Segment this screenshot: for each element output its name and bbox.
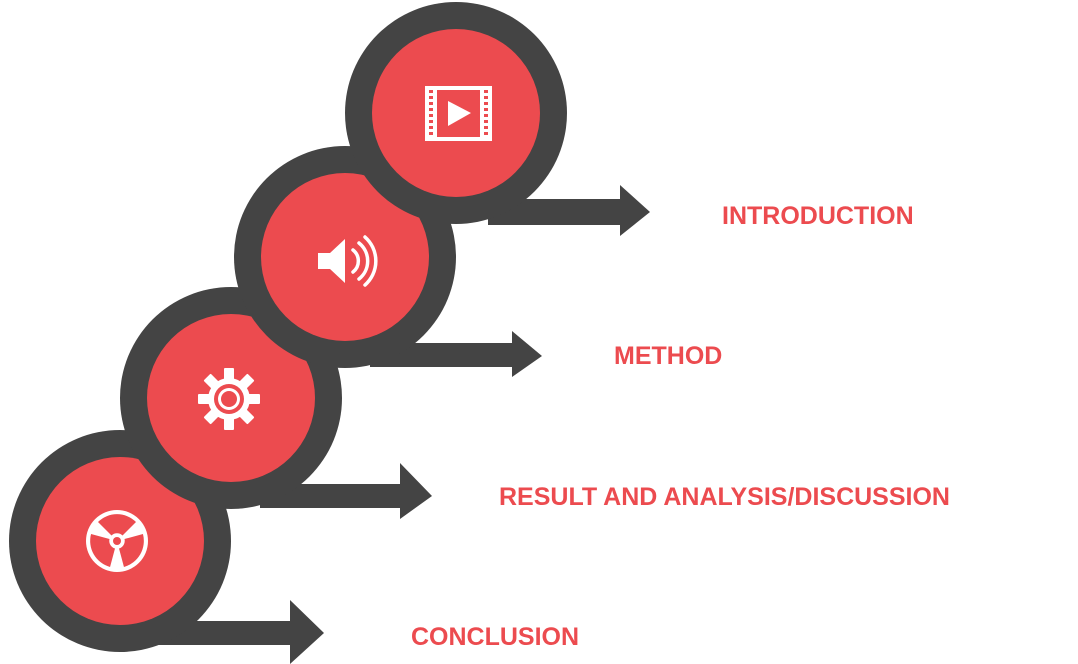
- arrow-introduction: [488, 185, 650, 236]
- step-introduction: INTRODUCTION: [345, 2, 914, 236]
- gear-icon: [198, 368, 260, 430]
- arrow-result: [260, 463, 432, 519]
- step-result: RESULT AND ANALYSIS/DISCUSSION: [120, 287, 950, 519]
- radiation-icon: [86, 510, 148, 572]
- arrow-conclusion: [150, 600, 324, 664]
- arrow-method: [370, 331, 542, 377]
- label-method: METHOD: [614, 342, 722, 370]
- label-conclusion: CONCLUSION: [411, 623, 579, 651]
- speaker-icon: [318, 235, 378, 287]
- film-play-icon: [425, 86, 492, 141]
- label-introduction: INTRODUCTION: [722, 202, 914, 230]
- label-result: RESULT AND ANALYSIS/DISCUSSION: [499, 483, 950, 511]
